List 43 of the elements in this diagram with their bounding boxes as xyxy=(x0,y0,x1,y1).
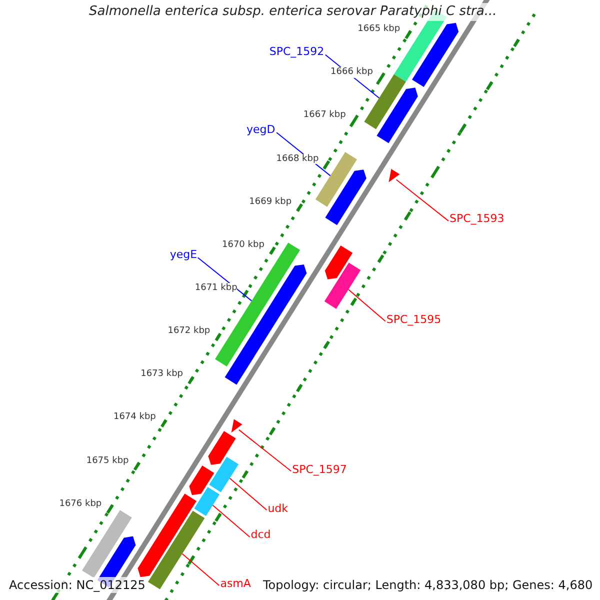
gene-feature xyxy=(412,22,459,87)
gene-block xyxy=(82,510,132,578)
tick-label: 1672 kbp xyxy=(168,326,210,337)
gene-label: SPC_1597 xyxy=(292,462,347,476)
tick-label: 1674 kbp xyxy=(113,412,156,424)
gene-feature xyxy=(138,494,196,578)
gene-feature xyxy=(376,88,418,144)
tick-label: 1671 kbp xyxy=(194,283,238,294)
tick-label: 1670 kbp xyxy=(222,240,264,251)
gene-label: SPC_1592 xyxy=(269,45,324,58)
leader-line xyxy=(238,429,292,472)
leader-line xyxy=(348,288,386,322)
gene-feature xyxy=(325,170,366,226)
gene-feature xyxy=(189,466,214,496)
leader-line xyxy=(212,504,250,538)
gene-label: yegE xyxy=(170,248,198,262)
gene-block xyxy=(324,262,361,309)
leader-line xyxy=(197,257,252,302)
tick-label: 1676 kbp xyxy=(59,498,102,510)
tick-label: 1667 kbp xyxy=(303,110,346,122)
tick-label: 1668 kbp xyxy=(276,154,319,164)
tick-label: 1675 kbp xyxy=(86,456,129,466)
leader-line xyxy=(182,553,220,586)
gene-marker xyxy=(388,168,400,182)
gene-feature xyxy=(324,246,353,280)
tick-label: 1673 kbp xyxy=(140,369,184,380)
gene-label: asmA xyxy=(220,577,251,590)
tick-label: 1665 kbp xyxy=(358,24,400,35)
gene-label: udk xyxy=(268,502,288,515)
gene-label: SPC_1593 xyxy=(449,212,504,226)
gene-block xyxy=(364,74,406,130)
gene-feature xyxy=(208,431,236,465)
gene-label: dcd xyxy=(250,528,271,542)
leader-line xyxy=(396,179,449,222)
tick-label: 1669 kbp xyxy=(249,196,292,208)
gene-label: SPC_1595 xyxy=(386,312,442,326)
leader-line xyxy=(229,478,268,510)
gene-block xyxy=(209,456,239,492)
tick-label: 1666 kbp xyxy=(330,67,373,78)
gene-block xyxy=(148,510,205,590)
gene-marker xyxy=(231,419,242,433)
gene-block xyxy=(194,487,220,516)
gene-label: yegD xyxy=(246,122,276,136)
